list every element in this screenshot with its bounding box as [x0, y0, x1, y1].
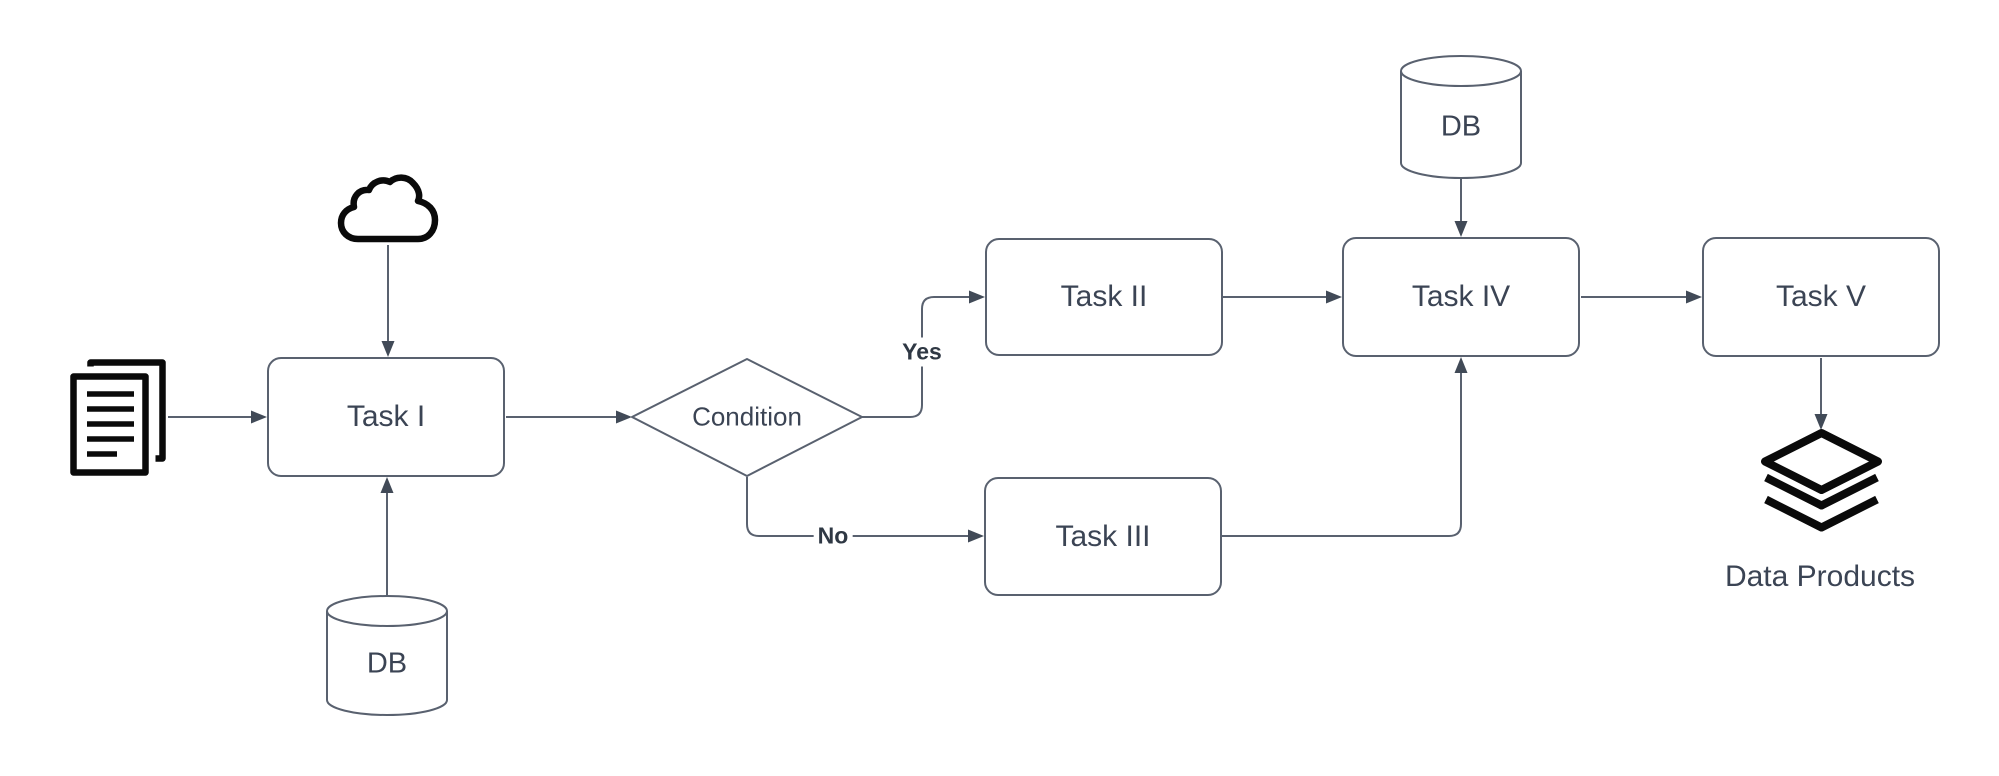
database-icon: [326, 595, 448, 716]
db-task-iv-label: DB: [1440, 110, 1482, 143]
node-task-iv: Task IV: [1342, 237, 1580, 357]
edge-task5-to-data-products: [1814, 358, 1828, 430]
node-task-ii: Task II: [985, 238, 1223, 356]
edge-task1-to-condition: [506, 410, 632, 424]
condition-label: Condition: [692, 401, 802, 432]
data-products-label: Data Products: [1724, 560, 1916, 593]
node-task-iv-label: Task IV: [1411, 280, 1511, 313]
edge-db2-to-task4: [1454, 179, 1468, 237]
condition-diamond: [631, 358, 863, 477]
edge-task2-to-task4: [1223, 290, 1342, 304]
node-task-ii-label: Task II: [1060, 280, 1148, 313]
layers-icon: [1761, 429, 1882, 532]
node-task-iii-label: Task III: [1055, 519, 1151, 553]
edge-task3-to-task4: [1222, 357, 1468, 537]
edge-condition-no-to-task3: [746, 477, 984, 543]
node-task-i-label: Task I: [346, 400, 426, 433]
documents-icon: [63, 359, 166, 483]
edge-task4-to-task5: [1581, 290, 1702, 304]
edge-label-yes: Yes: [898, 337, 946, 367]
database-icon: [1400, 55, 1522, 179]
node-task-v: Task V: [1702, 237, 1940, 357]
edge-cloud-to-task1: [381, 245, 395, 357]
edge-label-no: No: [813, 521, 853, 551]
edge-documents-to-task1: [168, 410, 267, 424]
node-task-iii: Task III: [984, 477, 1222, 596]
cloud-icon: [337, 174, 439, 243]
db-input-label: DB: [366, 647, 408, 680]
node-task-v-label: Task V: [1775, 280, 1867, 313]
edge-db1-to-task1: [380, 477, 394, 597]
node-task-i: Task I: [267, 357, 505, 477]
